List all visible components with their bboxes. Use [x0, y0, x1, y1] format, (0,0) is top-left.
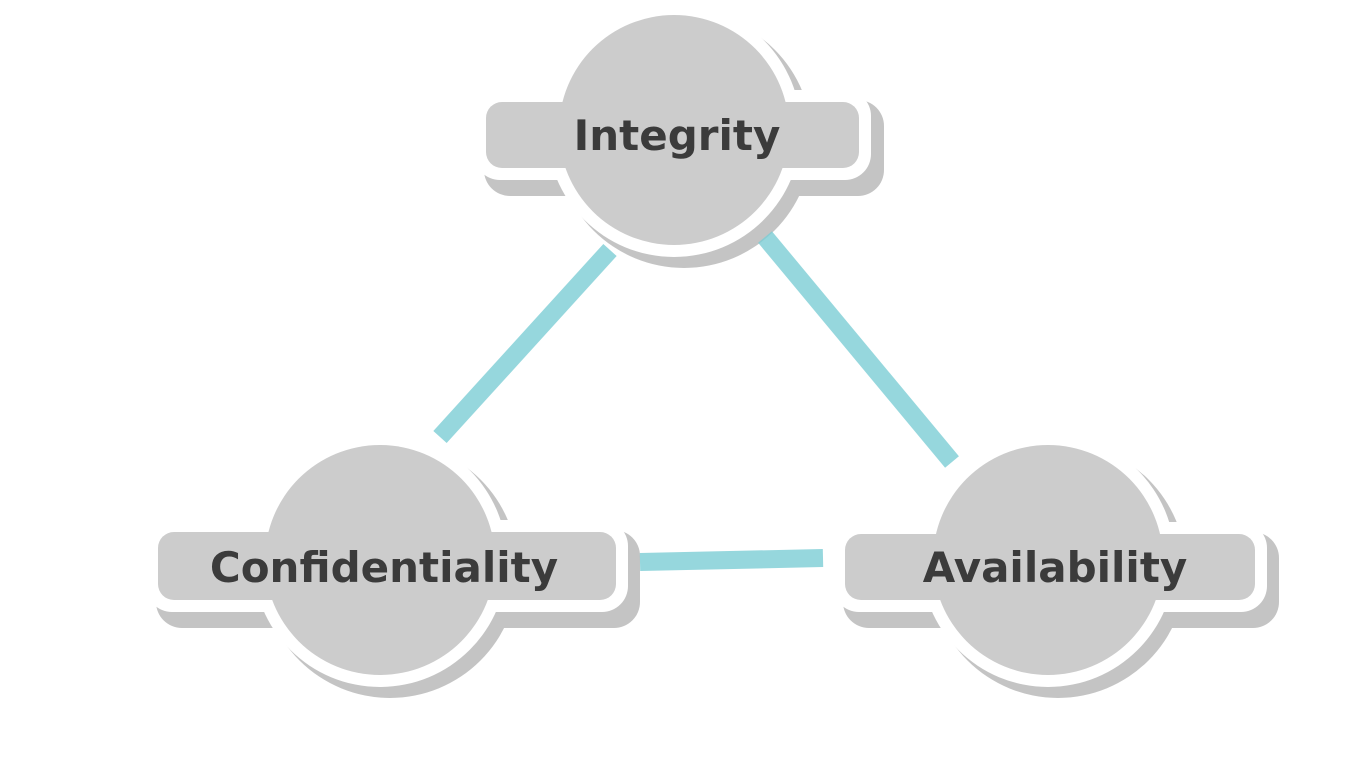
- edge-integrity-confidentiality: [433, 243, 617, 444]
- edge-integrity-availability: [758, 231, 959, 468]
- node-availability: Availability: [845, 445, 1255, 675]
- node-integrity-label: Integrity: [574, 111, 781, 160]
- edge-confidentiality-availability: [639, 549, 824, 571]
- node-confidentiality: Confidentiality: [158, 445, 616, 675]
- node-confidentiality-label: Confidentiality: [210, 543, 558, 592]
- node-availability-label: Availability: [923, 543, 1188, 592]
- node-integrity: Integrity: [486, 15, 859, 245]
